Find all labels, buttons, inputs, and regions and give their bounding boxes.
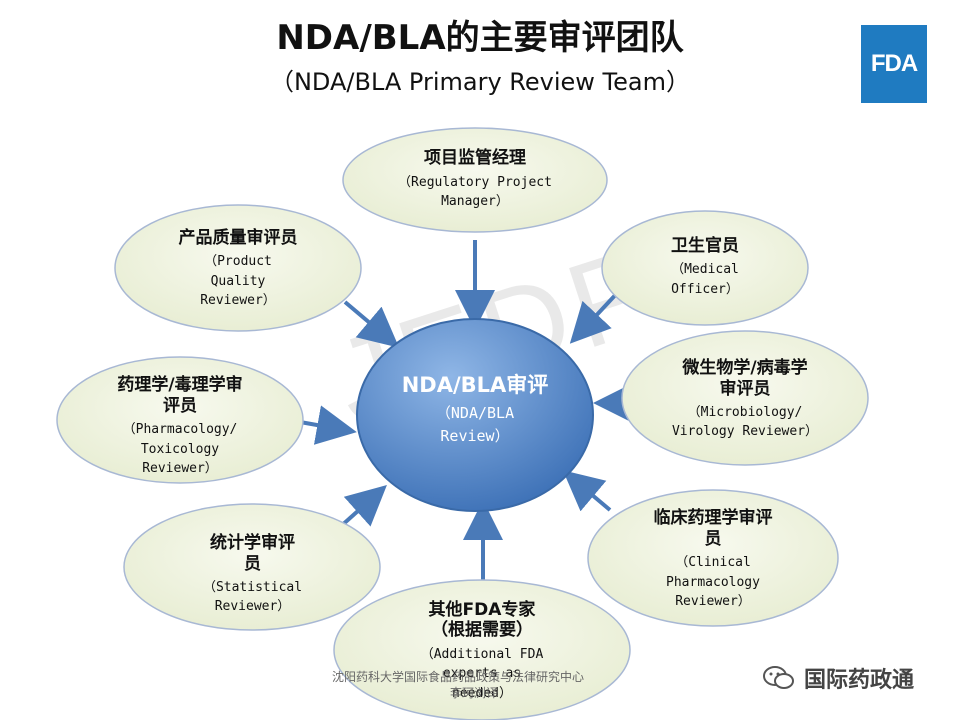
node-medical-en2: Officer） xyxy=(671,281,739,297)
node-quality-cn: 产品质量审评员 xyxy=(178,228,298,249)
node-quality-en3: Reviewer） xyxy=(200,293,276,309)
node-rpm: 项目监管经理 （Regulatory Project Manager） xyxy=(360,140,590,220)
node-micro-en1: （Microbiology/ xyxy=(687,404,803,420)
node-clinpharm-en3: Reviewer） xyxy=(675,594,751,610)
node-stat-shape xyxy=(123,503,381,631)
node-quality: 产品质量审评员 （Product Quality Reviewer） xyxy=(130,222,346,317)
node-micro-shape xyxy=(621,330,869,466)
node-other-en3: needed） xyxy=(452,685,512,701)
node-pharmtox-en1: （Pharmacology/ xyxy=(122,422,238,438)
node-pharmtox-shape xyxy=(56,356,304,484)
fda-logo: FDA xyxy=(861,25,927,103)
node-clinpharm: 临床药理学审评 员 （Clinical Pharmacology Reviewe… xyxy=(600,505,826,615)
node-pharmtox: 药理学/毒理学审 评员 （Pharmacology/ Toxicology Re… xyxy=(72,372,288,482)
fda-logo-text: FDA xyxy=(870,50,918,77)
wechat-icon xyxy=(762,665,796,691)
node-other-cn2: （根据需要） xyxy=(431,620,533,641)
center-node-en-line1: （NDA/BLA xyxy=(435,404,515,423)
footer-source-line2: 李珂浏译 xyxy=(450,686,499,700)
node-clinpharm-en1: （Clinical xyxy=(675,555,751,571)
arrow-stat xyxy=(338,484,387,529)
center-node-title: NDA/BLA审评 xyxy=(401,372,549,397)
node-other-cn1: 其他FDA专家 xyxy=(428,600,536,620)
center-node-shape xyxy=(356,318,594,512)
node-clinpharm-cn2: 员 xyxy=(704,528,722,549)
arrow-quality xyxy=(343,300,400,348)
node-other-en2: experts as xyxy=(442,666,522,682)
node-stat-en1: （Statistical xyxy=(202,579,303,595)
node-clinpharm-en2: Pharmacology xyxy=(666,574,760,590)
arrow-medical xyxy=(569,288,622,344)
node-pharmtox-cn2: 评员 xyxy=(163,395,197,416)
node-micro-en2: Virology Reviewer） xyxy=(671,424,819,440)
node-other-en1: （Additional FDA xyxy=(420,646,544,662)
center-node: NDA/BLA审评 （NDA/BLA Review） xyxy=(380,355,570,465)
center-node-en-line2: Review） xyxy=(440,426,510,445)
node-stat: 统计学审评 员 （Statistical Reviewer） xyxy=(150,525,355,625)
node-quality-en1: （Product xyxy=(204,254,272,270)
node-other-shape xyxy=(333,579,631,720)
node-clinpharm-shape xyxy=(587,489,839,627)
node-stat-cn2: 员 xyxy=(244,553,261,574)
node-pharmtox-cn1: 药理学/毒理学审 xyxy=(117,375,243,396)
node-quality-en2: Quality xyxy=(210,273,266,289)
node-rpm-shape xyxy=(342,127,608,233)
arrow-clinpharm xyxy=(562,470,612,512)
node-medical-en1: （Medical xyxy=(671,262,739,278)
node-micro: 微生物学/病毒学 审评员 （Microbiology/ Virology Rev… xyxy=(632,350,858,450)
node-clinpharm-cn1: 临床药理学审评 xyxy=(653,508,773,529)
node-other: 其他FDA专家 （根据需要） （Additional FDA experts a… xyxy=(372,600,592,715)
node-stat-cn1: 统计学审评 xyxy=(210,533,295,554)
node-pharmtox-en3: Reviewer） xyxy=(142,461,218,477)
node-medical: 卫生官员 （Medical Officer） xyxy=(615,225,795,310)
brand-badge: 国际药政通 xyxy=(762,662,914,694)
node-rpm-en1: （Regulatory Project xyxy=(398,174,552,190)
node-micro-cn1: 微生物学/病毒学 xyxy=(682,358,808,379)
node-stat-en2: Reviewer） xyxy=(214,599,291,615)
arrow-pharmtox xyxy=(299,405,357,445)
node-quality-shape xyxy=(114,204,362,332)
node-rpm-cn: 项目监管经理 xyxy=(424,148,526,169)
node-micro-cn2: 审评员 xyxy=(719,378,771,399)
brand-name: 国际药政通 xyxy=(804,668,915,693)
node-rpm-en2: Manager） xyxy=(441,194,509,210)
page-subtitle: （NDA/BLA Primary Review Team） xyxy=(269,68,690,96)
footer-source-line1: 沈阳药科大学国际食品药品政策与法律研究中心 xyxy=(332,670,585,684)
node-pharmtox-en2: Toxicology xyxy=(140,441,220,457)
node-medical-cn: 卫生官员 xyxy=(671,235,739,256)
page-title: NDA/BLA的主要审评团队 xyxy=(276,18,684,58)
node-medical-shape xyxy=(601,210,809,326)
